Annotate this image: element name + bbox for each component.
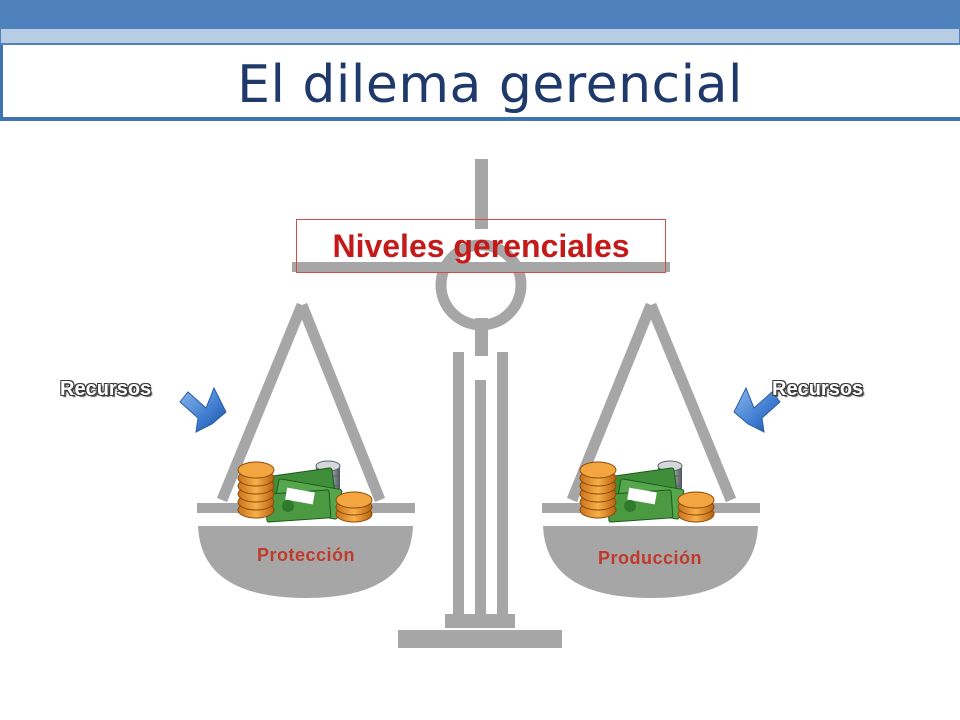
title-left-edge xyxy=(0,45,3,121)
left-money-icon xyxy=(237,460,373,523)
header-bar-light xyxy=(0,27,960,45)
scale-column-left xyxy=(453,352,464,614)
scale-neck xyxy=(475,318,488,356)
left-pan-string-right xyxy=(296,302,386,503)
scale-beam xyxy=(292,262,670,272)
scale-column-right xyxy=(497,352,508,614)
header-bar xyxy=(0,0,960,45)
slide-title: El dilema gerencial xyxy=(237,55,743,115)
left-recursos-label: Recursos xyxy=(60,378,152,400)
right-money-icon xyxy=(579,460,715,523)
right-pan-string-right xyxy=(645,302,737,503)
center-label: Niveles gerenciales xyxy=(296,219,666,273)
right-pan xyxy=(542,302,760,598)
right-pan-label: Producción xyxy=(597,548,702,568)
scale-base xyxy=(398,630,562,648)
title-underline xyxy=(0,117,960,121)
right-recursos-label: Recursos xyxy=(772,378,864,400)
left-pan-string-left xyxy=(216,302,308,503)
left-arrow-icon xyxy=(179,386,227,433)
left-pan-label: Protección xyxy=(256,545,356,565)
header-bar-dark xyxy=(0,0,960,28)
right-pan-bowl xyxy=(543,526,758,598)
scale-base-upper xyxy=(445,614,515,628)
right-arrow-icon xyxy=(733,386,781,433)
scale-column-middle xyxy=(475,380,486,614)
left-pan-bowl xyxy=(198,526,413,598)
scale-top-post xyxy=(475,159,488,229)
